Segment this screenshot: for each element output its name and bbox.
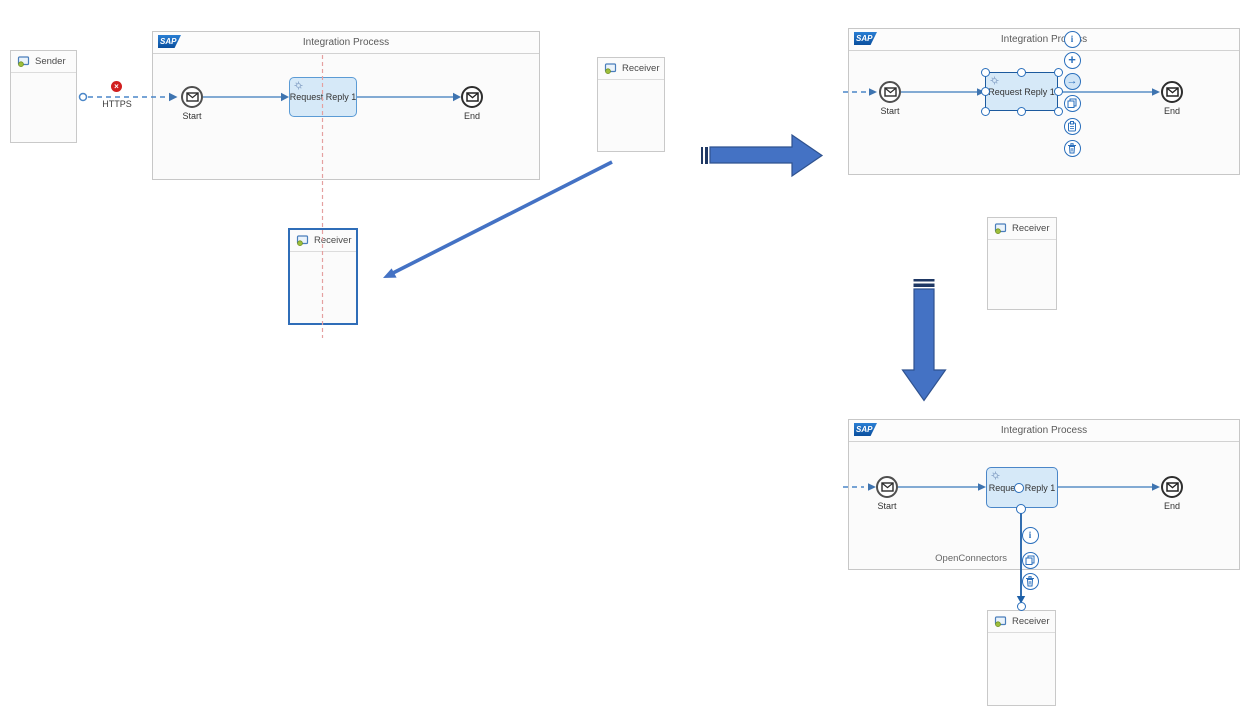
p3-header: SAP Integration Process — [849, 420, 1239, 442]
delete-icon[interactable] — [1021, 572, 1039, 590]
copy-icon[interactable] — [1063, 94, 1081, 112]
p1-task-label: Request Reply 1 — [289, 92, 357, 102]
participant-icon — [296, 235, 309, 246]
p3-start-event[interactable] — [876, 476, 898, 498]
annotation-arrow-diagonal-head — [383, 268, 397, 278]
p2-start-event[interactable] — [879, 81, 901, 103]
add-icon[interactable]: + — [1063, 51, 1081, 69]
sap-logo: SAP — [854, 423, 877, 436]
receiver-header: Receiver — [988, 218, 1056, 240]
sender-header: Sender — [11, 51, 76, 73]
message-envelope-icon — [883, 87, 897, 97]
message-envelope-icon — [1165, 87, 1179, 97]
selection-handle[interactable] — [980, 87, 990, 96]
annotation-arrow-down — [901, 279, 947, 402]
message-envelope-icon — [465, 92, 479, 102]
participant-icon — [17, 56, 30, 67]
gear-icon — [294, 81, 303, 90]
sap-logo: SAP — [158, 35, 181, 48]
selection-handle[interactable] — [1053, 67, 1063, 77]
selection-handle[interactable] — [1017, 106, 1026, 116]
p2-end-event[interactable] — [1161, 81, 1183, 103]
participant-icon — [994, 223, 1007, 234]
p3-end-label: End — [1163, 501, 1180, 511]
receiver-label: Receiver — [622, 63, 660, 74]
delete-icon[interactable] — [1063, 139, 1081, 157]
receiver-label: Receiver — [1012, 616, 1050, 627]
selection-handle[interactable] — [1053, 87, 1063, 96]
selection-handle[interactable] — [980, 106, 990, 116]
connect-glyph: → — [1066, 74, 1078, 87]
copy-glyph — [1067, 98, 1077, 108]
p3-end-event[interactable] — [1161, 476, 1183, 498]
p2-task-label: Request Reply 1 — [988, 86, 1055, 97]
trash-glyph — [1026, 575, 1034, 586]
p3-start-label: Start — [877, 501, 897, 511]
p1-start-event[interactable] — [181, 86, 203, 108]
info-icon[interactable]: i — [1063, 30, 1081, 48]
receiver-label: Receiver — [314, 235, 352, 246]
p1-end-event[interactable] — [461, 86, 483, 108]
receiver-participant-p3[interactable]: Receiver — [987, 610, 1056, 706]
receiver-participant-p2[interactable]: Receiver — [987, 217, 1057, 310]
message-envelope-icon — [880, 482, 894, 492]
https-adapter-label: HTTPS — [102, 99, 132, 109]
sender-participant[interactable]: Sender — [10, 50, 77, 143]
sap-logo: SAP — [854, 32, 877, 45]
info-glyph: i — [1028, 529, 1032, 540]
paste-icon[interactable] — [1063, 117, 1081, 135]
participant-icon — [994, 616, 1007, 627]
connect-arrow-icon[interactable]: → — [1063, 72, 1081, 90]
p2-header: SAP Integration Process — [849, 29, 1239, 51]
receiver-label: Receiver — [1012, 223, 1050, 234]
connection-handle[interactable] — [1014, 483, 1024, 493]
p3-title: Integration Process — [1000, 425, 1088, 436]
message-envelope-icon — [1165, 482, 1179, 492]
p2-start-label: Start — [880, 106, 900, 116]
connection-handle[interactable] — [1016, 504, 1026, 514]
receiver-header: Receiver — [988, 611, 1055, 633]
info-glyph: i — [1070, 33, 1074, 44]
error-badge-icon[interactable]: × — [111, 81, 122, 92]
message-envelope-icon — [185, 92, 199, 102]
openconnectors-adapter-label: OpenConnectors — [935, 553, 1007, 564]
sender-connector-start-handle[interactable] — [78, 92, 88, 102]
p2-title: Integration Process — [1000, 34, 1088, 45]
copy-icon[interactable] — [1021, 551, 1039, 569]
receiver-participant-original[interactable]: Receiver — [597, 57, 665, 152]
add-glyph: + — [1068, 52, 1076, 67]
p2-end-label: End — [1163, 106, 1180, 116]
copy-glyph — [1025, 555, 1035, 565]
selection-handle[interactable] — [980, 67, 990, 77]
p2-request-reply-task-selected[interactable]: Request Reply 1 — [985, 72, 1058, 111]
trash-glyph — [1068, 142, 1076, 153]
sender-label: Sender — [35, 56, 66, 67]
p1-title: Integration Process — [302, 37, 390, 48]
connection-handle[interactable] — [1016, 602, 1026, 611]
paste-glyph — [1068, 120, 1076, 131]
gear-icon — [990, 76, 999, 85]
selection-handle[interactable] — [1017, 67, 1026, 77]
p1-end-label: End — [463, 111, 480, 121]
participant-icon — [604, 63, 617, 74]
p1-start-label: Start — [182, 111, 202, 121]
receiver-header: Receiver — [290, 230, 356, 252]
p1-header: SAP Integration Process — [153, 32, 539, 54]
selection-handle[interactable] — [1053, 106, 1063, 116]
p1-request-reply-task[interactable]: Request Reply 1 — [289, 77, 357, 117]
info-icon[interactable]: i — [1021, 526, 1039, 544]
gear-icon — [991, 471, 1000, 480]
receiver-header: Receiver — [598, 58, 664, 80]
receiver-participant-moved[interactable]: Receiver — [288, 228, 358, 325]
annotation-arrow-right — [701, 133, 824, 178]
